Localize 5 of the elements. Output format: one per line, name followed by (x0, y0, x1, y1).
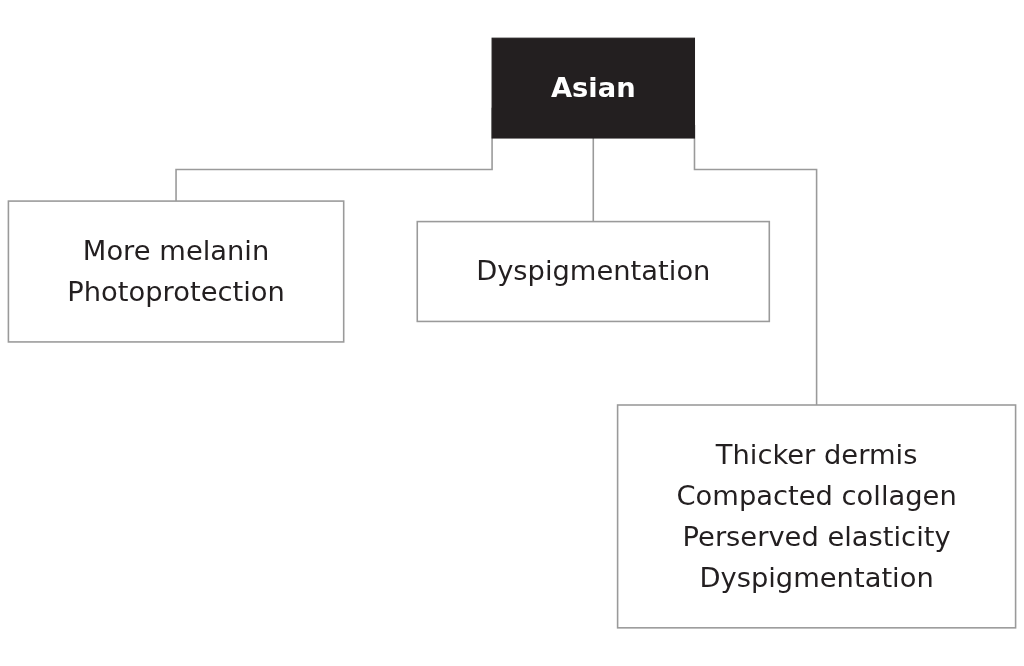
node-box: More melanin Photoprotection (7, 200, 345, 343)
node-box: Dyspigmentation (416, 220, 771, 323)
node-box: Asian (491, 37, 695, 139)
connector (592, 137, 595, 223)
node-box: Thicker dermis Compacted collagen Perserved elasticity Dyspigmentation (616, 404, 1017, 629)
